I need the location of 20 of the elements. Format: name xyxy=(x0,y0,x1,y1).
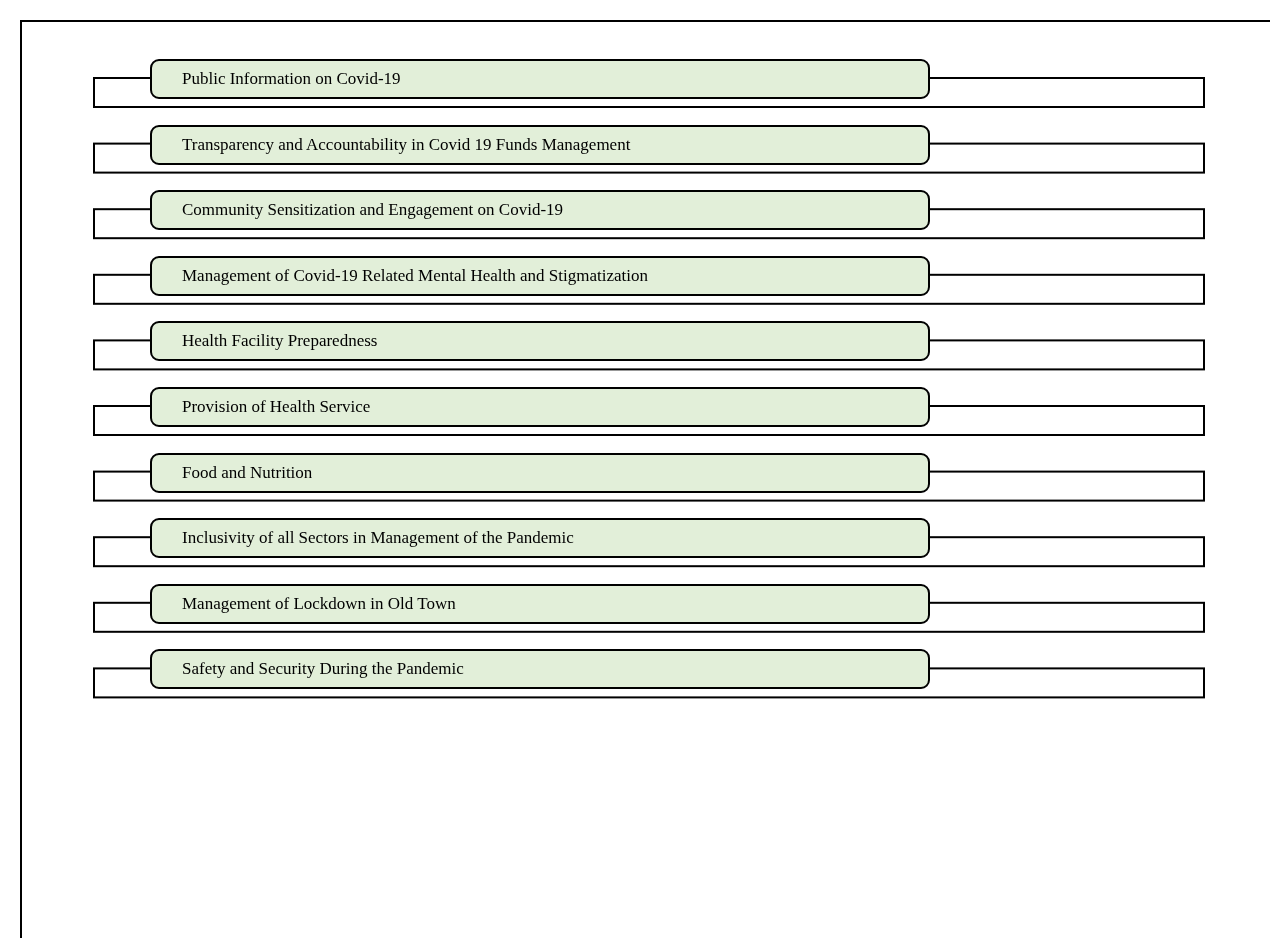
item-box xyxy=(150,124,930,165)
item-text: Management of Covid-19 Related Mental Health and Stigmatization xyxy=(182,265,648,286)
item-box xyxy=(150,255,930,296)
item-box xyxy=(150,387,930,427)
item-text: Management of Lockdown in Old Town xyxy=(182,593,456,614)
item-text: Food and Nutrition xyxy=(182,462,313,483)
item-box xyxy=(150,518,930,559)
item-box xyxy=(150,190,930,231)
item-box xyxy=(150,583,930,624)
item-text: Provision of Health Service xyxy=(182,397,371,417)
item-text: Safety and Security During the Pandemic xyxy=(182,659,464,680)
item-text: Public Information on Covid-19 xyxy=(182,69,401,89)
item-box xyxy=(150,649,930,690)
item-text: Health Facility Preparedness xyxy=(182,331,378,352)
item-box xyxy=(150,59,930,99)
item-box xyxy=(150,321,930,362)
item-box xyxy=(150,452,930,493)
item-text: Transparency and Accountability in Covid 19 Funds Management xyxy=(182,134,631,155)
item-text: Community Sensitization and Engagement on Covid-19 xyxy=(182,200,564,221)
item-text: Inclusivity of all Sectors in Management of the Pandemic xyxy=(182,528,574,549)
